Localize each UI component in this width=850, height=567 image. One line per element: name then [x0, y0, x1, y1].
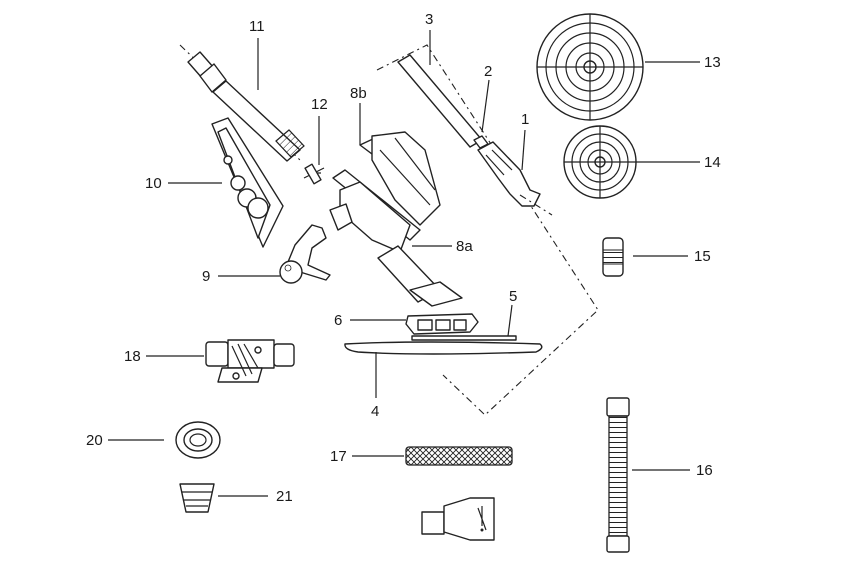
- callout-11: 11: [249, 18, 265, 35]
- callout-20: 20: [86, 432, 103, 449]
- callout-3: 3: [425, 11, 433, 28]
- part-1-connector: [477, 141, 553, 216]
- callout-10: 10: [145, 175, 162, 192]
- leader-lines: [108, 30, 700, 497]
- part-warning-tag: [421, 497, 495, 541]
- callout-labels: 1 2 3 4 5 6 8a 8b 9 10 11 12 13 14 15 16…: [86, 11, 721, 505]
- assembly-outline: [376, 44, 599, 416]
- callout-1: 1: [521, 111, 529, 128]
- part-3-long-pipe: [397, 54, 483, 148]
- part-12-cross-clip: [303, 163, 325, 185]
- part-6-diaphragm-base: [405, 313, 479, 335]
- part-pipe-section: [377, 245, 463, 307]
- callout-8a: 8a: [456, 238, 473, 255]
- callout-21: 21: [276, 488, 293, 505]
- callout-15: 15: [694, 248, 711, 265]
- part-14-medium-disc: [563, 125, 637, 199]
- part-13-large-disc: [536, 13, 644, 121]
- part-11-adapter-tube: [179, 44, 305, 162]
- part-9-ball-bracket: [279, 224, 331, 284]
- part-17-mesh-sleeve: [405, 446, 513, 466]
- callout-5: 5: [509, 288, 517, 305]
- part-18-valve: [205, 339, 295, 383]
- callout-13: 13: [704, 54, 721, 71]
- callout-2: 2: [484, 63, 492, 80]
- part-5-flat-disc: [411, 335, 517, 341]
- part-21-cone-plug: [179, 483, 215, 513]
- part-8a-lower-housing: [329, 169, 421, 253]
- callout-12: 12: [311, 96, 328, 113]
- callout-4: 4: [371, 403, 379, 420]
- part-15-cylinder: [602, 237, 624, 277]
- callout-9: 9: [202, 268, 210, 285]
- callout-16: 16: [696, 462, 713, 479]
- callout-18: 18: [124, 348, 141, 365]
- part-20-ring-washer: [175, 421, 221, 459]
- callout-14: 14: [704, 154, 721, 171]
- part-8b-upper-housing: [359, 131, 441, 226]
- callout-8b: 8b: [350, 85, 367, 102]
- part-10-weight-stand: [211, 117, 284, 248]
- part-16-flexible-hose: [606, 397, 630, 553]
- part-4-foot-pad: [344, 341, 543, 355]
- callout-6: 6: [334, 312, 342, 329]
- callout-17: 17: [330, 448, 347, 465]
